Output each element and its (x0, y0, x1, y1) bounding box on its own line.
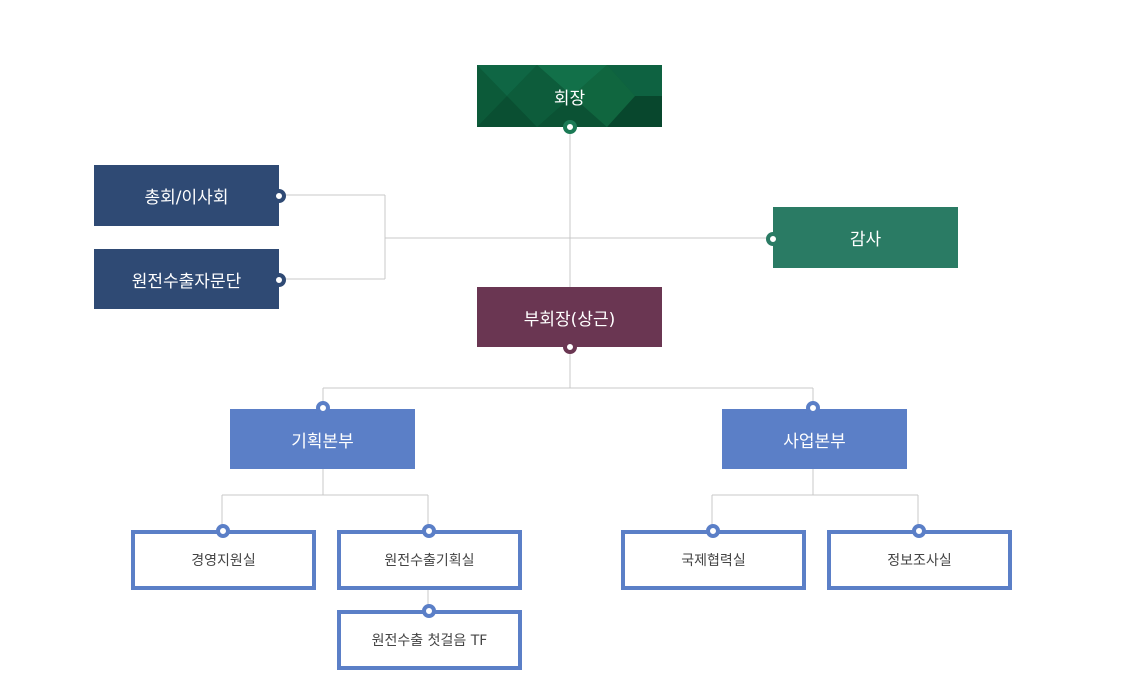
advisory-group-box[interactable]: 원전수출자문단 (94, 249, 279, 309)
chairman-connector-dot (563, 120, 577, 134)
export-planning-box[interactable]: 원전수출기획실 (337, 530, 522, 590)
planning-hq-label: 기획본부 (291, 431, 354, 452)
business-hq-box[interactable]: 사업본부 (722, 409, 907, 469)
advisory-group-label: 원전수출자문단 (131, 271, 242, 292)
advisory-group-connector-dot (272, 273, 286, 287)
first-step-tf-label: 원전수출 첫걸음 TF (371, 633, 488, 649)
audit-label: 감사 (849, 230, 882, 250)
business-hq-label: 사업본부 (783, 431, 846, 452)
planning-hq-box[interactable]: 기획본부 (230, 409, 415, 469)
general-assembly-label: 총회/이사회 (144, 188, 229, 208)
intl-cooperation-connector-dot (706, 524, 720, 538)
intl-cooperation-label: 국제협력실 (681, 553, 746, 569)
information-research-label: 정보조사실 (887, 553, 952, 569)
vice-chairman-label: 부회장(상근) (523, 309, 616, 330)
first-step-tf-box[interactable]: 원전수출 첫걸음 TF (337, 610, 522, 670)
information-research-connector-dot (912, 524, 926, 538)
planning-hq-connector-dot (316, 401, 330, 415)
management-support-label: 경영지원실 (191, 553, 256, 569)
audit-connector-dot (766, 232, 780, 246)
general-assembly-box[interactable]: 총회/이사회 (94, 165, 279, 226)
export-planning-connector-dot (422, 524, 436, 538)
chairman-box[interactable]: 회장 (477, 65, 662, 127)
business-hq-connector-dot (806, 401, 820, 415)
management-support-connector-dot (216, 524, 230, 538)
information-research-box[interactable]: 정보조사실 (827, 530, 1012, 590)
audit-box[interactable]: 감사 (773, 207, 958, 268)
vice-chairman-box[interactable]: 부회장(상근) (477, 287, 662, 347)
general-assembly-connector-dot (272, 189, 286, 203)
export-planning-label: 원전수출기획실 (384, 553, 475, 569)
chairman-pattern (477, 65, 662, 127)
management-support-box[interactable]: 경영지원실 (131, 530, 316, 590)
first-step-tf-connector-dot (422, 604, 436, 618)
intl-cooperation-box[interactable]: 국제협력실 (621, 530, 806, 590)
vice-chairman-connector-dot (563, 340, 577, 354)
chairman-label: 회장 (553, 88, 586, 109)
